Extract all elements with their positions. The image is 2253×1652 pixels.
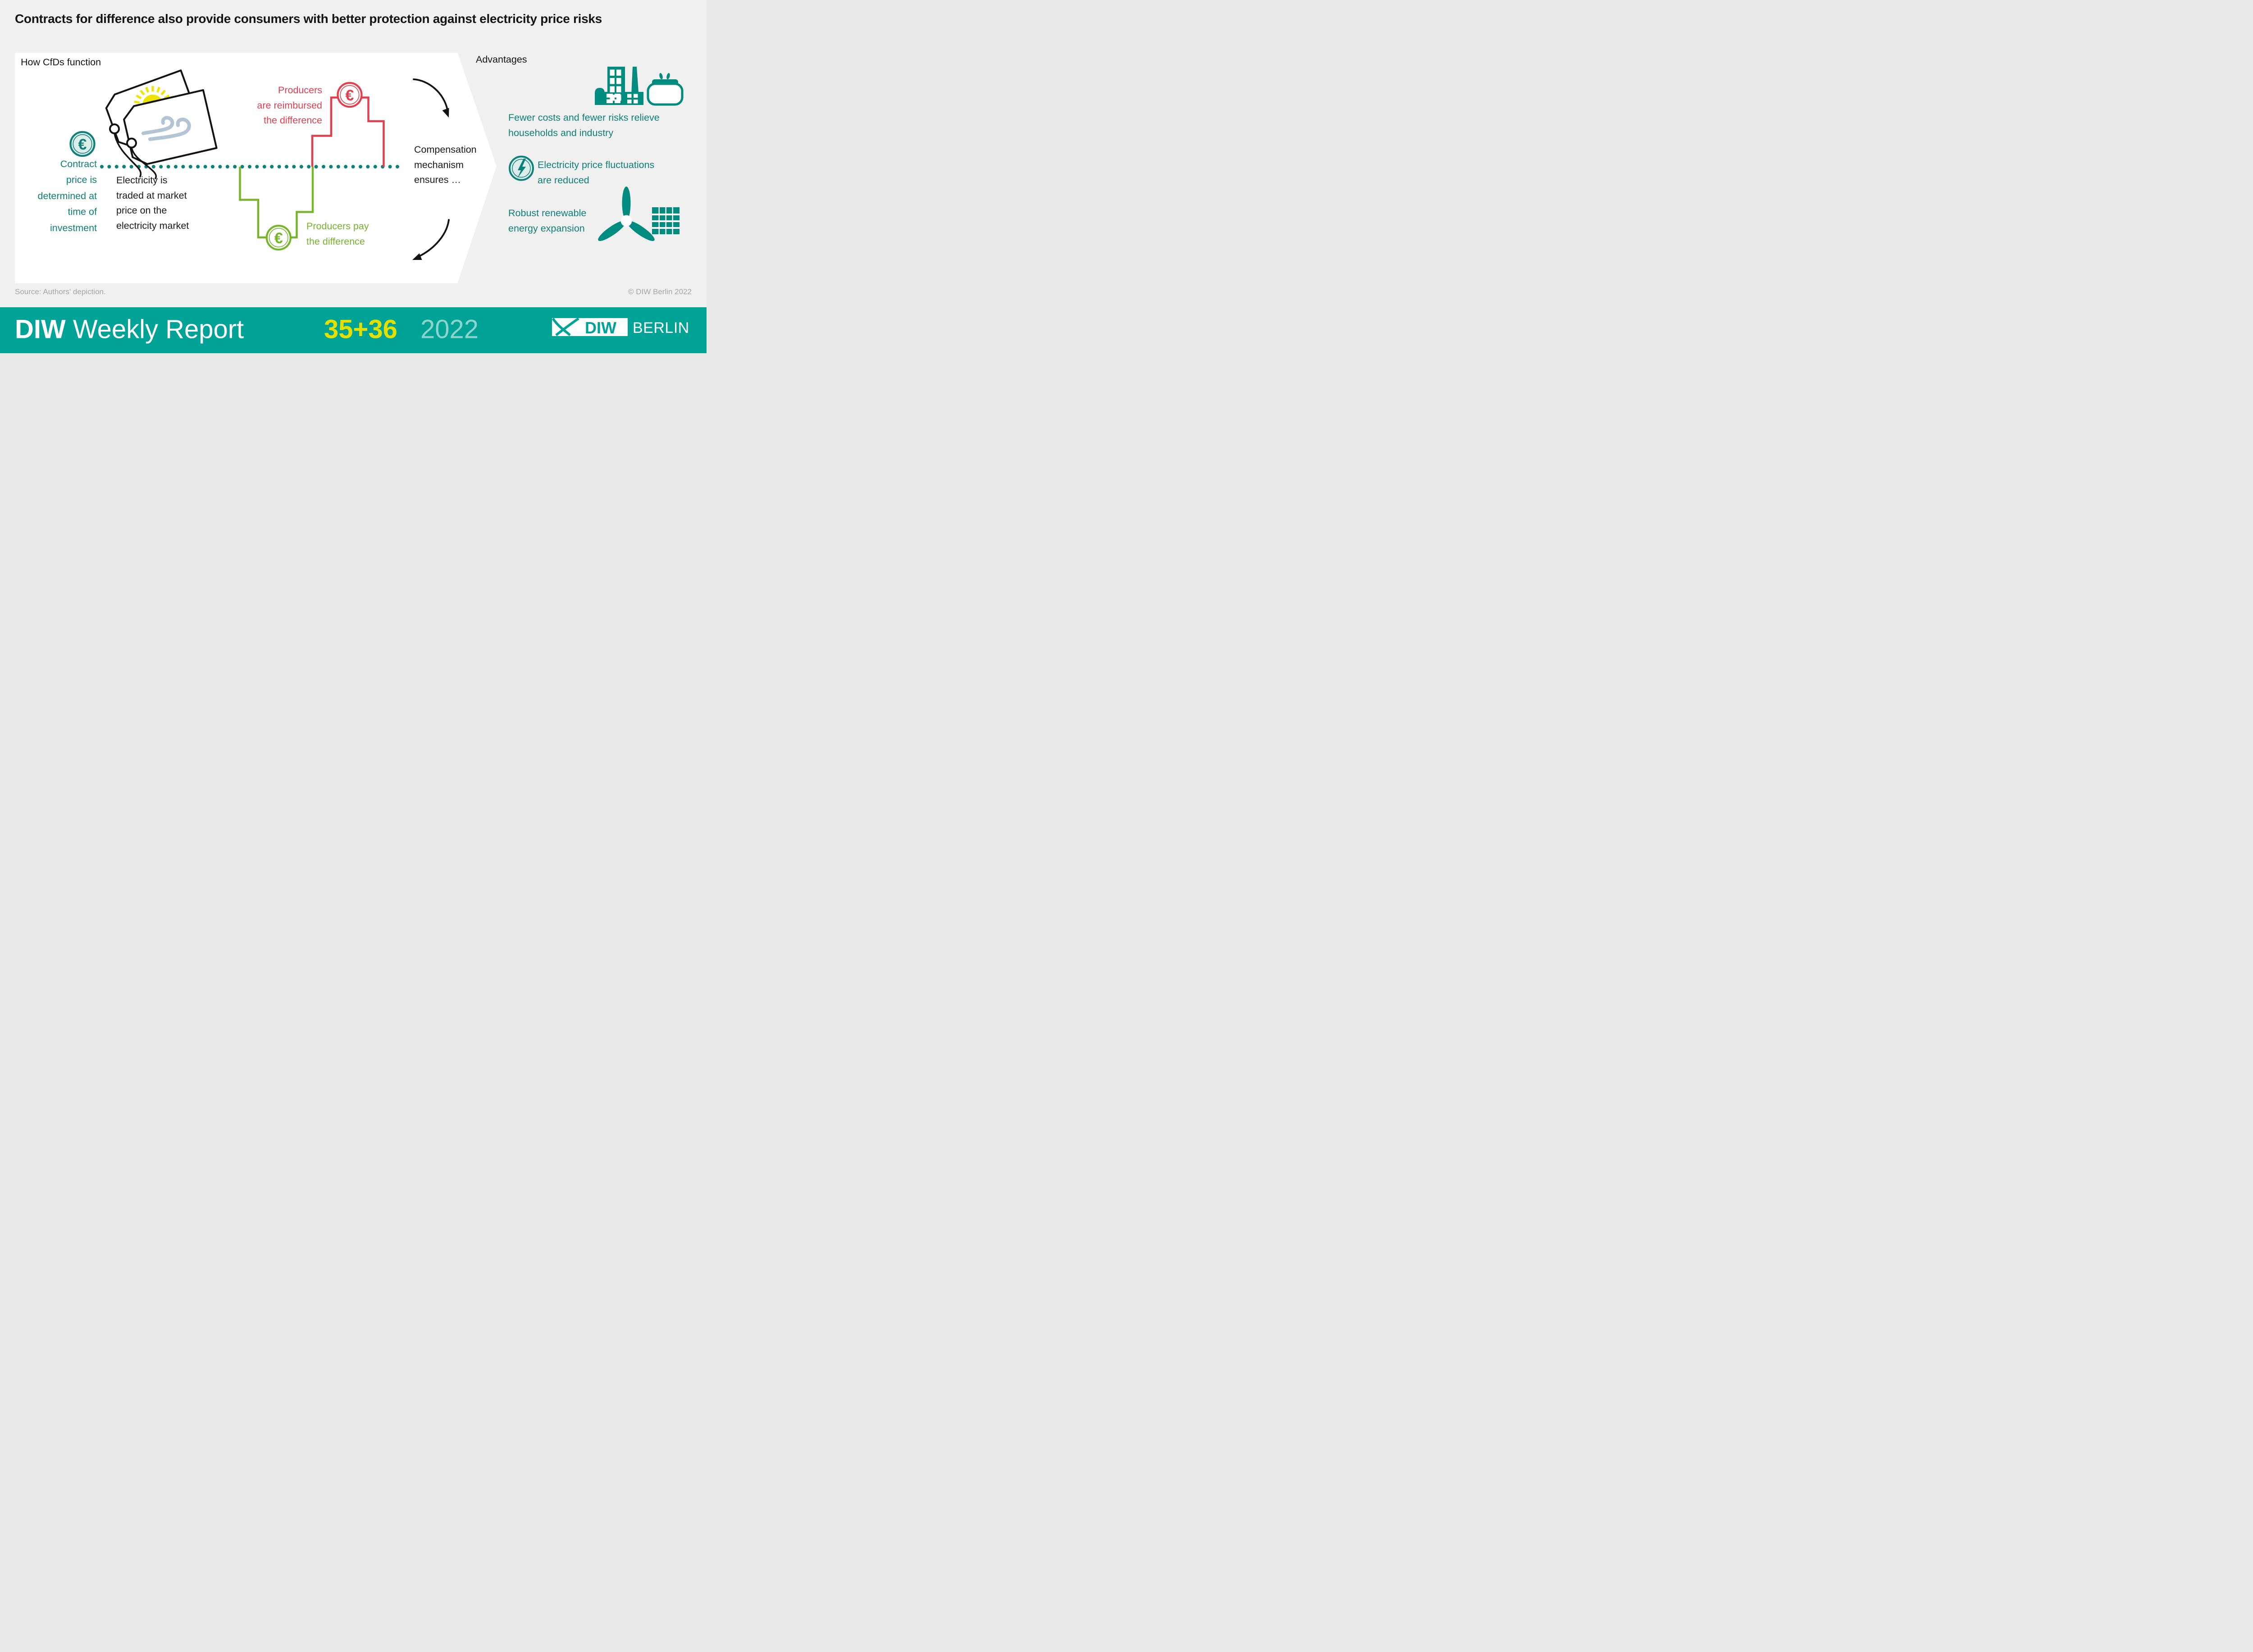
euro-icon: € [274, 230, 283, 247]
solar-panel-icon [652, 207, 680, 234]
banner: DIW Weekly Report 35+36 2022 DIW BERLIN [0, 307, 707, 353]
euro-coin-red: € [337, 82, 363, 108]
flow-arrow-bottom [412, 219, 450, 260]
wind-turbine-icon [598, 187, 655, 241]
source-note: Source: Authors' depiction. [15, 287, 106, 296]
reimbursed-step-line [311, 96, 385, 167]
wind-icon [141, 116, 191, 141]
purse-icon [647, 73, 684, 106]
compensation-label: Compensation mechanism ensures … [414, 144, 477, 185]
euro-icon: € [78, 136, 87, 153]
euro-coin-teal: € [69, 131, 96, 157]
logo-diw-text: DIW [585, 319, 616, 337]
copyright-note: © DIW Berlin 2022 [628, 287, 692, 296]
logo-berlin-text: BERLIN [633, 319, 689, 337]
page-title: Contracts for difference also provide co… [15, 12, 602, 26]
tag-eyelet [126, 137, 137, 149]
diagram-artwork: € € € [69, 67, 684, 260]
tag-strings [114, 132, 157, 179]
pay-label: Producers pay the difference [306, 221, 369, 247]
diw-logo: DIW [552, 318, 628, 336]
tag-eyelet [109, 123, 120, 134]
logo-x-icon [552, 318, 579, 336]
year-label: 2022 [420, 314, 479, 344]
advantage-item-fluctuations: Electricity price fluctuations are reduc… [538, 159, 655, 186]
euro-icon: € [346, 87, 354, 104]
issue-number: 35+36 [324, 314, 397, 344]
reimbursed-label: Producers are reimbursed the difference [257, 85, 322, 126]
brand-title: DIW Weekly Report [15, 316, 244, 342]
infographic-page: Contracts for difference also provide co… [0, 0, 707, 353]
panel-heading: How CfDs function [21, 57, 101, 68]
factory-icon [595, 67, 643, 105]
contract-price-label: Contract price is determined at time of … [37, 159, 97, 233]
price-tags [105, 69, 218, 179]
advantage-item-renewables: Robust renewable energy expansion [508, 208, 587, 234]
advantage-item-costs: Fewer costs and fewer risks relieve hous… [508, 112, 660, 138]
lightning-icon [509, 155, 534, 181]
brand-bold: DIW [15, 314, 66, 344]
market-price-label: Electricity is traded at market price on… [116, 175, 189, 231]
brand-light: Weekly Report [73, 314, 244, 344]
euro-coin-green: € [265, 224, 292, 251]
cfd-panel [15, 53, 497, 283]
advantages-heading: Advantages [476, 54, 527, 65]
flow-arrow-top [413, 78, 449, 118]
